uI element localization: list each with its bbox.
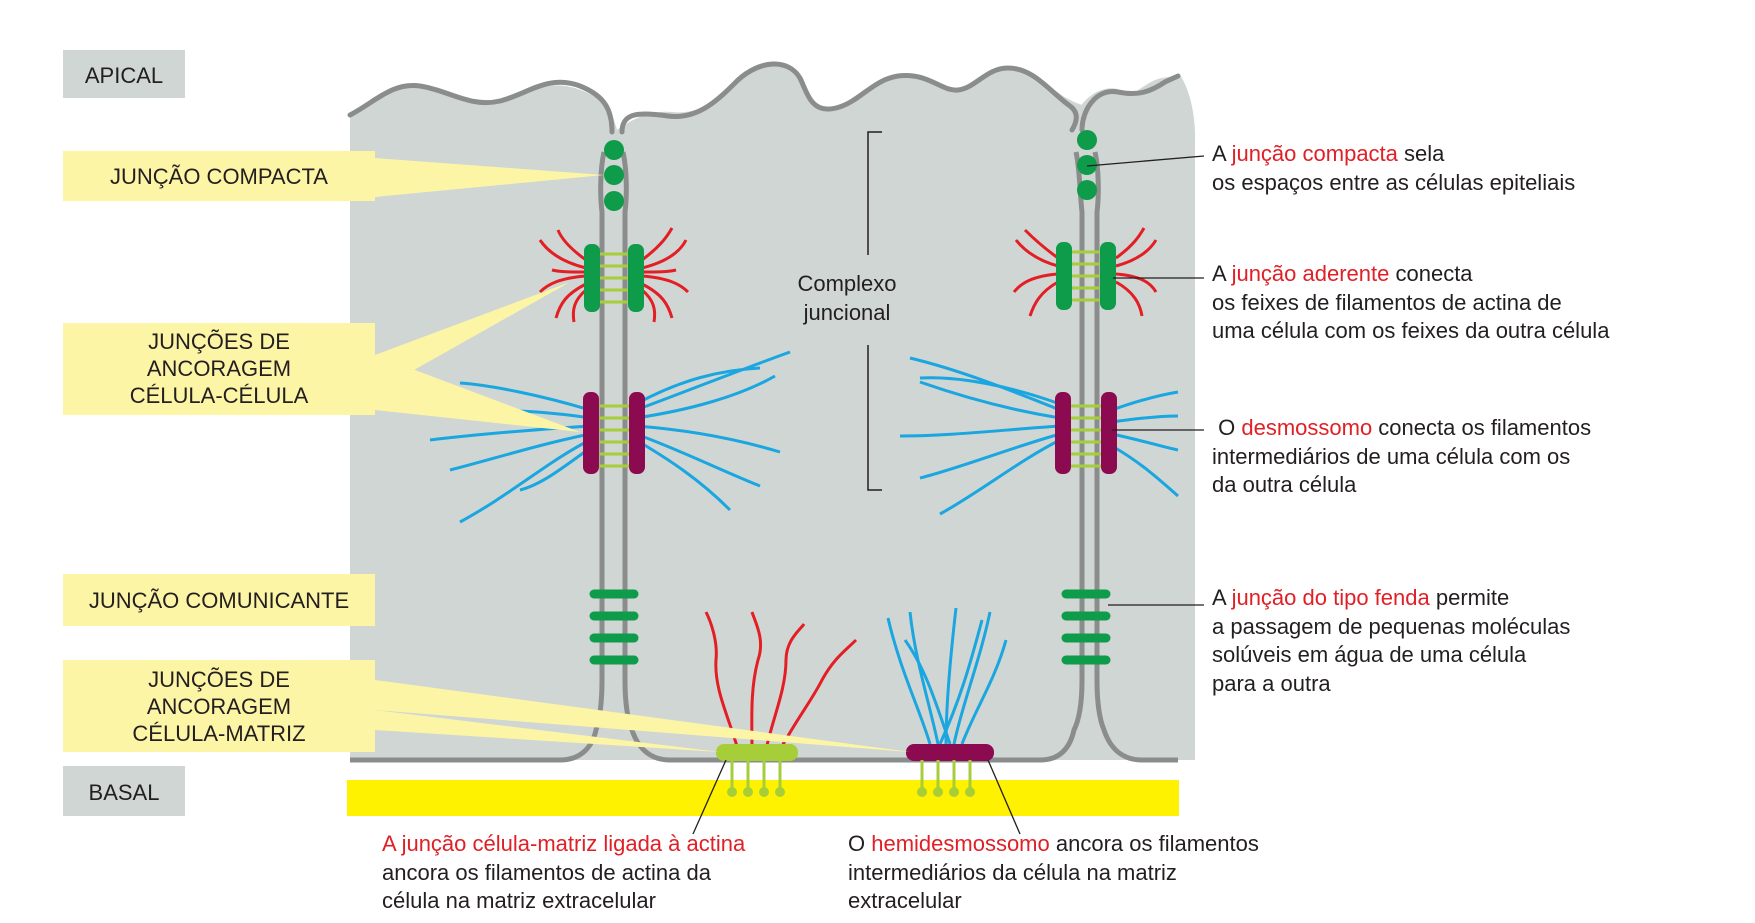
annotation-juncao-compacta: A junção compacta sela os espaços entre …	[1212, 140, 1575, 197]
annotation-juncao-aderente-line1: A junção aderente conecta	[1212, 261, 1473, 286]
label-ancoragem-celula-matriz: JUNÇÕES DE ANCORAGEM CÉLULA-MATRIZ	[63, 660, 375, 752]
tight-junction-left	[604, 140, 624, 211]
annotation-juncao-aderente: A junção aderente conecta os feixes de f…	[1212, 260, 1609, 346]
annotation-juncao-fenda-line2: a passagem de pequenas moléculas	[1212, 613, 1571, 639]
annotation-hemidesmossomo-line1: O hemidesmossomo ancora os filamentos	[848, 831, 1259, 856]
svg-text:BASAL: BASAL	[89, 780, 160, 805]
adherens-junction-right	[1012, 227, 1158, 317]
junctional-complex-label-line2: juncional	[803, 300, 891, 325]
annotation-desmossomo: O desmossomo conecta os filamentos inter…	[1212, 414, 1591, 500]
label-basal: BASAL	[63, 766, 185, 816]
annotation-desmossomo-line1: O desmossomo conecta os filamentos	[1212, 415, 1592, 440]
annotation-juncao-fenda-line3: solúveis em água de uma célula	[1212, 642, 1527, 667]
tight-junction-right	[1077, 130, 1097, 200]
callout-pointers	[375, 158, 910, 752]
svg-text:APICAL: APICAL	[85, 63, 163, 88]
annotation-hemidesmossomo-line3: extracelular	[848, 888, 962, 913]
desmosome-left	[419, 350, 791, 524]
annotation-actina-matriz-line1: A junção célula-matriz ligada à actina	[382, 831, 746, 856]
epithelial-cells	[350, 64, 1195, 762]
label-ancoragem-celula-celula: JUNÇÕES DE ANCORAGEM CÉLULA-CÉLULA	[63, 323, 375, 415]
svg-text:JUNÇÕES DE: JUNÇÕES DE	[148, 329, 290, 354]
annotation-hemidesmossomo: O hemidesmossomo ancora os filamentos in…	[848, 830, 1259, 916]
svg-text:ANCORAGEM: ANCORAGEM	[147, 694, 291, 719]
annotation-desmossomo-line3: da outra célula	[1212, 472, 1357, 497]
svg-text:JUNÇÃO COMPACTA: JUNÇÃO COMPACTA	[110, 164, 328, 189]
annotation-juncao-compacta-line2: os espaços entre as células epiteliais	[1212, 169, 1576, 195]
svg-text:ANCORAGEM: ANCORAGEM	[147, 356, 291, 381]
annotation-desmossomo-line2: intermediários de uma célula com os	[1212, 443, 1571, 469]
svg-text:CÉLULA-CÉLULA: CÉLULA-CÉLULA	[130, 383, 309, 408]
svg-text:JUNÇÕES DE: JUNÇÕES DE	[148, 667, 290, 692]
annotation-juncao-fenda: A junção do tipo fenda permite a passage…	[1212, 584, 1570, 698]
hemidesmosome	[886, 607, 1008, 797]
annotation-actina-matriz-line3: célula na matriz extracelular	[382, 888, 656, 913]
annotation-leader-lines	[692, 155, 1205, 835]
gap-junction-left	[589, 589, 639, 665]
annotation-juncao-aderente-line2: os feixes de filamentos de actina de	[1212, 289, 1562, 315]
annotation-actina-matriz-line2: ancora os filamentos de actina da	[382, 859, 711, 885]
label-juncao-compacta: JUNÇÃO COMPACTA	[63, 151, 375, 201]
lateral-membranes	[350, 151, 1178, 763]
annotation-actina-matriz: A junção célula-matriz ligada à actina a…	[382, 830, 745, 916]
annotation-juncao-fenda-line1: A junção do tipo fenda permite	[1212, 585, 1510, 610]
junctional-complex-label-line1: Complexo	[797, 271, 896, 296]
label-juncao-comunicante: JUNÇÃO COMUNICANTE	[63, 574, 375, 626]
apical-membrane	[347, 61, 1181, 135]
label-apical: APICAL	[63, 50, 185, 98]
desmosome-right	[899, 356, 1179, 516]
actin-linked-cell-matrix-junction	[704, 611, 858, 797]
annotation-juncao-compacta-line1: A junção compacta sela	[1212, 141, 1445, 166]
gap-junction-right	[1061, 589, 1111, 665]
annotation-juncao-fenda-line4: para a outra	[1212, 670, 1331, 696]
svg-text:CÉLULA-MATRIZ: CÉLULA-MATRIZ	[132, 721, 305, 746]
annotation-juncao-aderente-line3: uma célula com os feixes da outra célula	[1212, 318, 1610, 343]
svg-text:JUNÇÃO COMUNICANTE: JUNÇÃO COMUNICANTE	[89, 588, 349, 613]
annotation-hemidesmossomo-line2: intermediários da célula na matriz	[848, 859, 1177, 885]
junctional-complex-bracket	[867, 131, 882, 491]
adherens-junction-left	[538, 227, 690, 323]
